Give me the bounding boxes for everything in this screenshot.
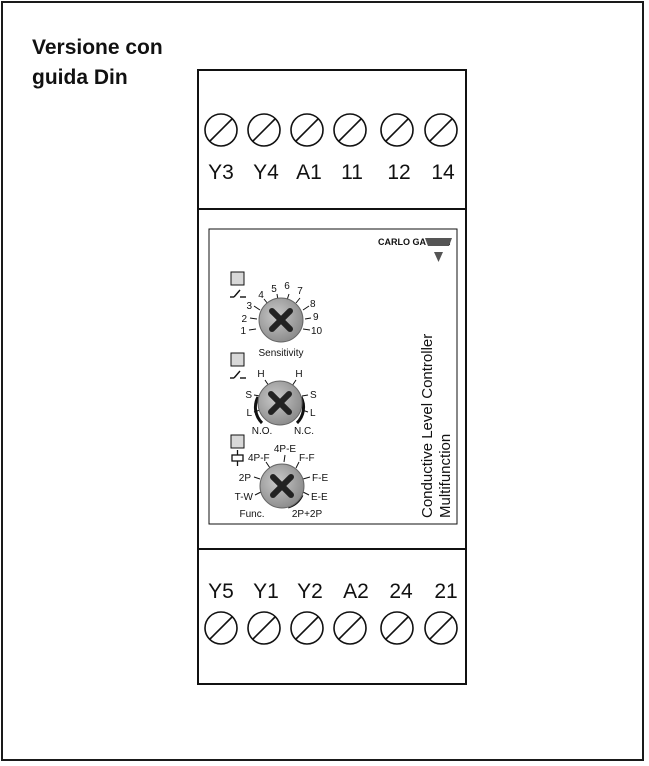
bottom-terminal-label: A2 — [343, 580, 369, 603]
top-terminal-label: 12 — [387, 161, 410, 184]
screw-terminal-icon — [290, 113, 324, 147]
screw-terminal-icon — [290, 611, 324, 645]
knob-2-right-label: S — [310, 390, 317, 401]
top-terminal-label: 11 — [341, 161, 363, 184]
screw-terminal-icon — [333, 611, 367, 645]
mode-knob[interactable] — [257, 380, 303, 426]
knob-2-right-label: L — [310, 408, 316, 419]
knob-3-right-label: F-E — [312, 473, 328, 484]
sensitivity-scale-tick: 9 — [313, 312, 319, 323]
sensitivity-scale-tick: 2 — [241, 314, 247, 325]
knob-3-caption-left: Func. — [239, 509, 264, 520]
knob-3-right-label: E-E — [311, 492, 328, 503]
knob-2-caption-left: N.O. — [252, 426, 273, 437]
sensitivity-knob[interactable] — [258, 297, 304, 343]
led-indicator-3 — [230, 434, 245, 449]
brand-logo-icon — [425, 238, 452, 262]
caption-line-2: guida Din — [32, 66, 128, 89]
screw-terminal-icon — [424, 611, 458, 645]
bottom-terminal-label: Y2 — [297, 580, 323, 603]
relay-coil-icon — [231, 450, 244, 466]
screw-terminal-icon — [247, 611, 281, 645]
bottom-terminal-label: Y5 — [208, 580, 234, 603]
top-terminal-label: Y3 — [208, 161, 234, 184]
top-terminal-label: Y4 — [253, 161, 279, 184]
knob-3-left-label: 2P — [239, 473, 252, 484]
knob-2-left-label: H — [257, 369, 264, 380]
screw-terminal-icon — [380, 113, 414, 147]
bottom-terminal-label: Y1 — [253, 580, 279, 603]
knob-3-left-label: 4P-F — [248, 453, 270, 464]
led-indicator-1 — [230, 271, 245, 286]
bottom-screw-row — [204, 611, 458, 645]
sensitivity-scale-tick: 7 — [297, 286, 303, 297]
knob-3-top-label: 4P-E — [274, 444, 297, 455]
function-knob[interactable] — [259, 463, 305, 509]
bottom-terminal-label: 24 — [389, 580, 413, 603]
brand-name: CARLO GAVAZZI — [378, 237, 451, 247]
sensitivity-scale-tick: 1 — [240, 326, 246, 337]
knob-2-caption-right: N.C. — [294, 426, 314, 437]
sensitivity-scale-tick: 10 — [311, 326, 323, 337]
top-screw-row — [204, 113, 458, 147]
relay-contact-icon — [230, 289, 246, 298]
front-panel — [208, 228, 458, 525]
knob-3-caption-right: 2P+2P — [292, 509, 323, 520]
sensitivity-scale-tick: 8 — [310, 299, 316, 310]
top-terminal-label: A1 — [296, 161, 322, 184]
screw-terminal-icon — [247, 113, 281, 147]
sensitivity-scale-tick: 6 — [284, 281, 290, 292]
figure-caption: Versione con guida Din — [32, 33, 163, 93]
top-terminal-label: 14 — [431, 161, 455, 184]
knob-2-right-label: H — [295, 369, 302, 380]
knob-2-left-label: S — [245, 390, 252, 401]
product-name-line-1: Conductive Level Controller — [419, 334, 436, 518]
product-name-line-2: Multifunction — [437, 434, 454, 518]
knob-2-left-label: L — [246, 408, 252, 419]
sensitivity-scale-tick: 5 — [271, 284, 277, 295]
screw-terminal-icon — [204, 611, 238, 645]
knob-1-caption: Sensitivity — [258, 348, 303, 359]
screw-terminal-icon — [380, 611, 414, 645]
relay-contact-icon — [230, 370, 246, 379]
led-indicator-2 — [230, 352, 245, 367]
knob-3-left-label: T-W — [235, 492, 254, 503]
sensitivity-scale-tick: 4 — [258, 290, 264, 301]
screw-terminal-icon — [204, 113, 238, 147]
caption-line-1: Versione con — [32, 36, 163, 59]
sensitivity-scale-tick: 3 — [246, 301, 252, 312]
screw-terminal-icon — [333, 113, 367, 147]
bottom-terminal-label: 21 — [434, 580, 457, 603]
screw-terminal-icon — [424, 113, 458, 147]
knob-3-top-label: F-F — [299, 453, 315, 464]
